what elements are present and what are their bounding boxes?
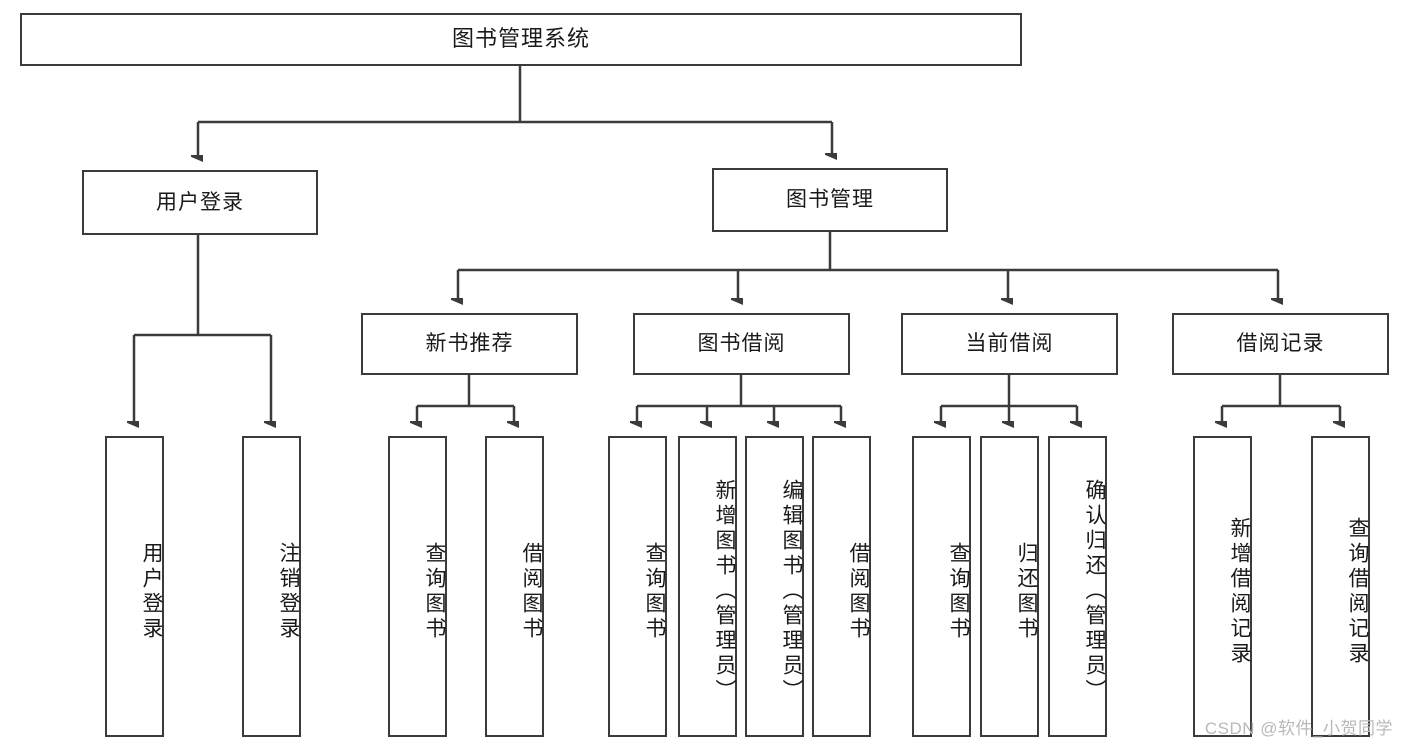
node-book-borrow[interactable]: 图书借阅: [633, 313, 850, 375]
node-label: 新书推荐: [425, 332, 514, 356]
node-borrow-record[interactable]: 借阅记录: [1172, 313, 1389, 375]
node-current-borrow[interactable]: 当前借阅: [901, 313, 1118, 375]
node-leaf-edit-book[interactable]: 编辑图书（管理员）: [745, 436, 804, 737]
node-label: 查询图书: [947, 541, 970, 642]
node-label: 查询图书: [643, 541, 666, 642]
node-new-book-recommend[interactable]: 新书推荐: [361, 313, 578, 375]
node-leaf-borrow-book-1[interactable]: 借阅图书: [485, 436, 544, 737]
node-label: 用户登录: [140, 541, 163, 642]
node-label: 编辑图书（管理员）: [780, 479, 803, 704]
node-label: 图书借阅: [697, 332, 786, 356]
node-label: 借阅记录: [1236, 332, 1325, 356]
node-label: 新增借阅记录: [1228, 516, 1251, 667]
node-label: 归还图书: [1015, 541, 1038, 642]
node-leaf-logout-login[interactable]: 注销登录: [242, 436, 301, 737]
node-label: 当前借阅: [965, 332, 1054, 356]
node-leaf-add-book[interactable]: 新增图书（管理员）: [678, 436, 737, 737]
node-label: 查询借阅记录: [1346, 516, 1369, 667]
node-leaf-query-borrow-record[interactable]: 查询借阅记录: [1311, 436, 1370, 737]
node-leaf-add-borrow-record[interactable]: 新增借阅记录: [1193, 436, 1252, 737]
node-leaf-query-book-2[interactable]: 查询图书: [608, 436, 667, 737]
node-leaf-query-book-1[interactable]: 查询图书: [388, 436, 447, 737]
watermark-text: CSDN @软件_小贺同学: [1204, 719, 1393, 738]
node-label: 图书管理系统: [451, 26, 590, 52]
node-book-manage[interactable]: 图书管理: [712, 168, 948, 232]
node-label: 用户登录: [156, 190, 244, 214]
node-label: 确认归还（管理员）: [1083, 479, 1106, 704]
node-label: 借阅图书: [520, 541, 543, 642]
node-root-system[interactable]: 图书管理系统: [20, 13, 1022, 66]
node-label: 图书管理: [786, 188, 874, 212]
node-label: 借阅图书: [847, 541, 870, 642]
node-user-login[interactable]: 用户登录: [82, 170, 318, 235]
node-leaf-return-book[interactable]: 归还图书: [980, 436, 1039, 737]
node-leaf-borrow-book-2[interactable]: 借阅图书: [812, 436, 871, 737]
node-leaf-confirm-return[interactable]: 确认归还（管理员）: [1048, 436, 1107, 737]
node-label: 注销登录: [277, 541, 300, 642]
node-leaf-query-book-3[interactable]: 查询图书: [912, 436, 971, 737]
node-label: 新增图书（管理员）: [713, 479, 736, 704]
node-label: 查询图书: [423, 541, 446, 642]
node-leaf-user-login[interactable]: 用户登录: [105, 436, 164, 737]
